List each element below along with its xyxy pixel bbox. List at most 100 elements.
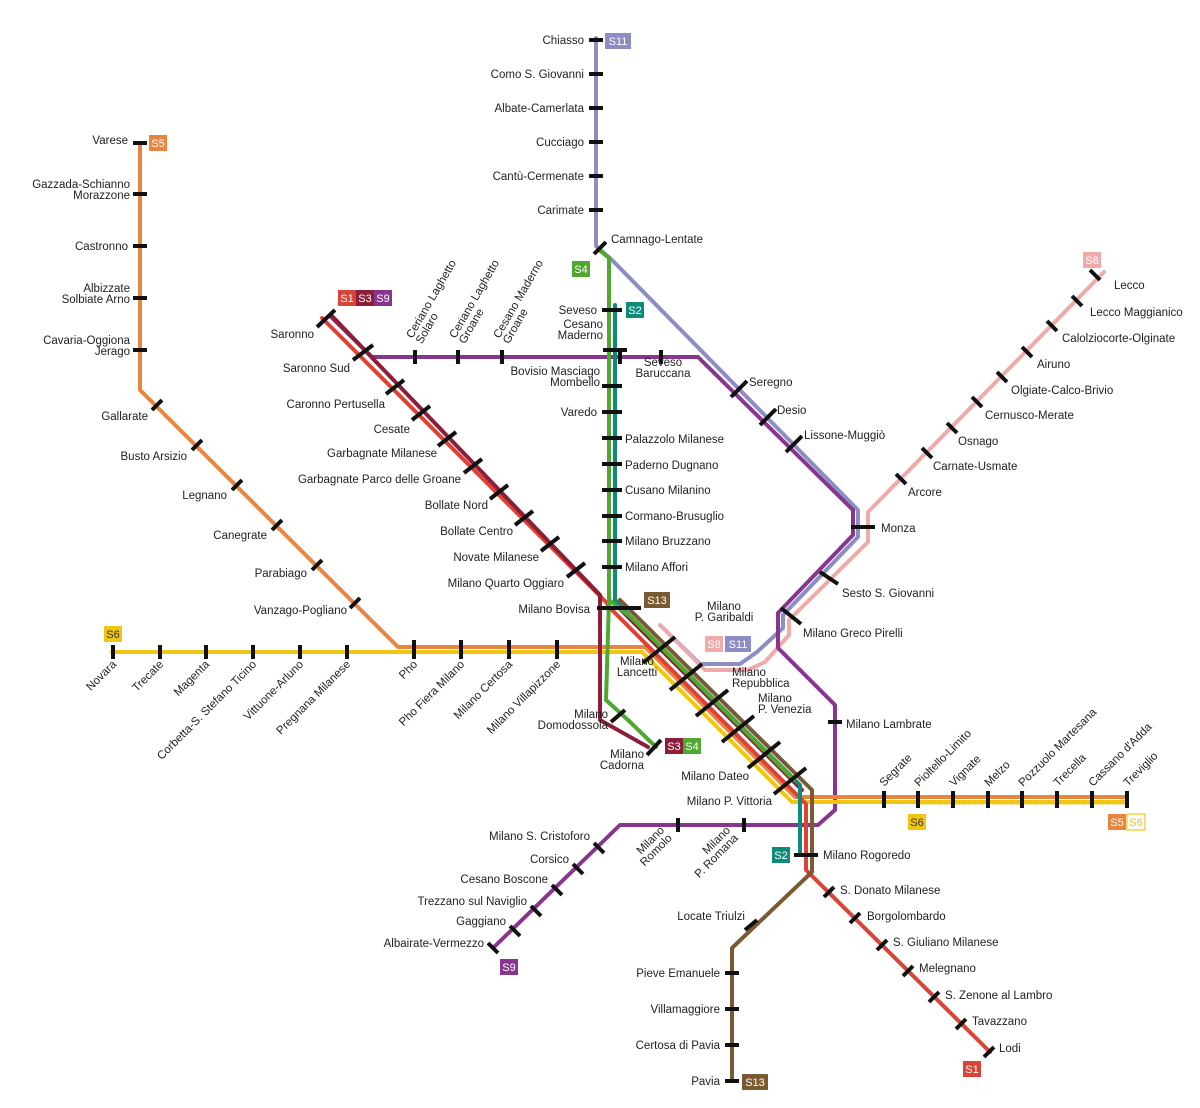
station-label: Segrate	[878, 752, 915, 789]
station-label: Trecate	[130, 659, 166, 695]
line-s3-path	[330, 314, 650, 749]
station-tick	[315, 308, 337, 329]
svg-text:S6: S6	[106, 629, 119, 641]
svg-text:S9: S9	[502, 962, 515, 974]
svg-text:S1: S1	[965, 1064, 978, 1076]
station-tick	[920, 446, 934, 460]
station-tick	[848, 911, 862, 925]
station-tick	[592, 240, 608, 256]
station-label: Milano P. Vittoria	[687, 796, 773, 808]
svg-text:S13: S13	[745, 1077, 765, 1089]
station-tick	[150, 398, 164, 412]
station-tick	[668, 662, 704, 692]
station-tick	[875, 938, 889, 952]
station-tick	[1088, 268, 1102, 282]
svg-text:S4: S4	[574, 264, 587, 276]
station-label: Chiasso	[542, 35, 584, 47]
line-badge-s9: S9	[374, 290, 392, 306]
svg-text:S6: S6	[1129, 817, 1142, 829]
station-tick	[743, 918, 759, 932]
station-label: Lissone-Muggiò	[804, 430, 885, 442]
station-tick	[945, 421, 959, 435]
station-tick	[645, 738, 663, 757]
station-label: Busto Arsizio	[121, 451, 187, 463]
station-tick	[1020, 345, 1034, 359]
svg-text:S3: S3	[667, 741, 680, 753]
line-s4-cadorna-path	[604, 598, 658, 749]
station-label: Cernusco-Merate	[985, 410, 1074, 422]
station-label: Cesate	[374, 424, 410, 436]
svg-text:S11: S11	[609, 36, 628, 48]
station-label: Melzo	[983, 759, 1013, 789]
station-tick	[351, 343, 375, 362]
station-label: Trecella	[1052, 752, 1090, 790]
station-tick	[550, 883, 564, 897]
line-badge-s6: S6	[104, 626, 122, 642]
station-label: Parabiago	[255, 568, 307, 580]
station-tick	[270, 518, 284, 532]
station-tick	[758, 407, 778, 427]
station-label: Milano Greco Pirelli	[803, 628, 903, 640]
station-tick	[384, 378, 406, 396]
station-label: Cassano d'Adda	[1087, 721, 1155, 789]
station-tick	[410, 404, 432, 422]
station-label: Villamaggiore	[651, 1004, 720, 1016]
station-label: Carimate	[537, 205, 584, 217]
svg-text:S5: S5	[151, 138, 164, 150]
station-label: Lecco	[1114, 280, 1145, 292]
station-label: Desio	[777, 405, 806, 417]
station-label: Bollate Centro	[440, 526, 513, 538]
svg-text:S9: S9	[376, 293, 389, 305]
station-label: Legnano	[182, 490, 227, 502]
station-tick	[694, 688, 730, 718]
svg-text:S2: S2	[774, 850, 787, 862]
station-tick	[995, 370, 1009, 384]
station-label: Saronno Sud	[283, 363, 350, 375]
svg-text:S5: S5	[1110, 817, 1123, 829]
station-label: Olgiate-Calco-Brivio	[1011, 385, 1113, 397]
station-tick	[539, 535, 561, 553]
station-label: Garbagnate Milanese	[327, 448, 437, 460]
station-label: Corsico	[530, 854, 569, 866]
station-tick	[462, 457, 484, 475]
svg-text:S11: S11	[729, 639, 748, 651]
station-label: Varese	[92, 135, 128, 147]
station-label: Albairate-Vermezzo	[384, 938, 484, 950]
station-label: Palazzolo Milanese	[625, 434, 724, 446]
svg-text:S1: S1	[340, 293, 353, 305]
station-label: S. Giuliano Milanese	[893, 937, 998, 949]
svg-text:S8: S8	[707, 639, 720, 651]
station-label: Melegnano	[919, 963, 976, 975]
station-tick	[784, 434, 804, 454]
svg-text:S4: S4	[685, 741, 698, 753]
station-label: Pho	[397, 659, 420, 682]
line-badge-s2: S2	[772, 847, 790, 863]
station-tick	[894, 472, 908, 486]
station-label: Lodi	[999, 1043, 1021, 1055]
line-badge-s1: S1	[963, 1061, 981, 1077]
station-label: Paderno Dugnano	[625, 460, 718, 472]
station-label: Milano Bovisa	[518, 604, 590, 616]
line-badge-s13: S13	[742, 1074, 768, 1090]
station-label: Castronno	[75, 241, 128, 253]
station-tick	[488, 483, 510, 501]
station-label: Magenta	[172, 658, 213, 699]
station-tick	[529, 904, 543, 918]
line-badge-s8: S8	[1083, 252, 1101, 268]
station-label: Lecco Maggianico	[1090, 307, 1183, 319]
station-label: S. Donato Milanese	[840, 885, 940, 897]
station-tick	[822, 885, 836, 899]
station-tick	[513, 509, 535, 527]
station-label: Camnago-Lentate	[611, 234, 703, 246]
station-label: Milano Bruzzano	[625, 536, 711, 548]
line-badge-s11: S11	[725, 636, 751, 652]
line-badge-s3: S3	[356, 290, 374, 306]
station-label: Carnate-Usmate	[933, 461, 1017, 473]
station-label: Vignate	[948, 753, 984, 789]
